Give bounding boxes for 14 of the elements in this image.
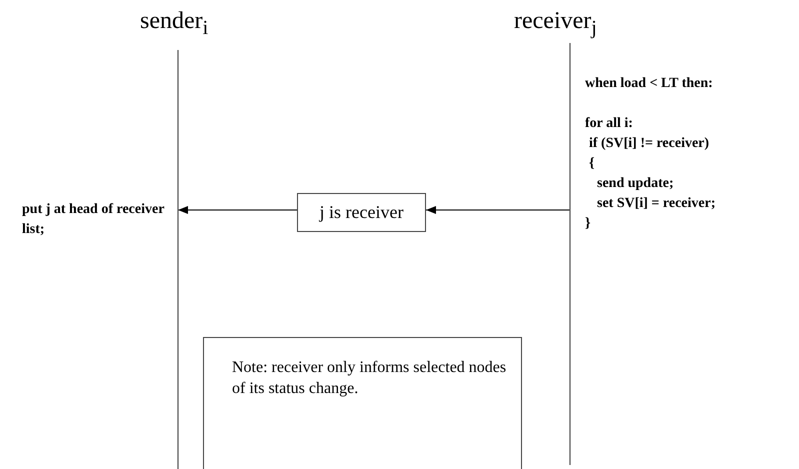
arrow: [426, 206, 570, 214]
code-line: when load < LT then:: [585, 76, 713, 92]
lifeline-title: sender$_{i}$: [140, 8, 208, 40]
code-line: if (SV[i] != receiver): [589, 136, 710, 152]
code-line: {: [589, 156, 595, 172]
code-line: set SV[i] = receiver;: [597, 196, 716, 212]
code-line: for all i:: [585, 116, 633, 132]
lifeline-title: receiver$_{j}$: [514, 8, 597, 40]
action-text: put j at head of receiver list;: [22, 201, 166, 239]
code-line: send update;: [597, 176, 674, 192]
arrow: [178, 206, 298, 214]
note-box: Note: receiver only informs selected nodes of its status change.: [203, 337, 522, 469]
code-line: }: [585, 216, 591, 232]
message-box: j is receiver: [297, 193, 426, 232]
